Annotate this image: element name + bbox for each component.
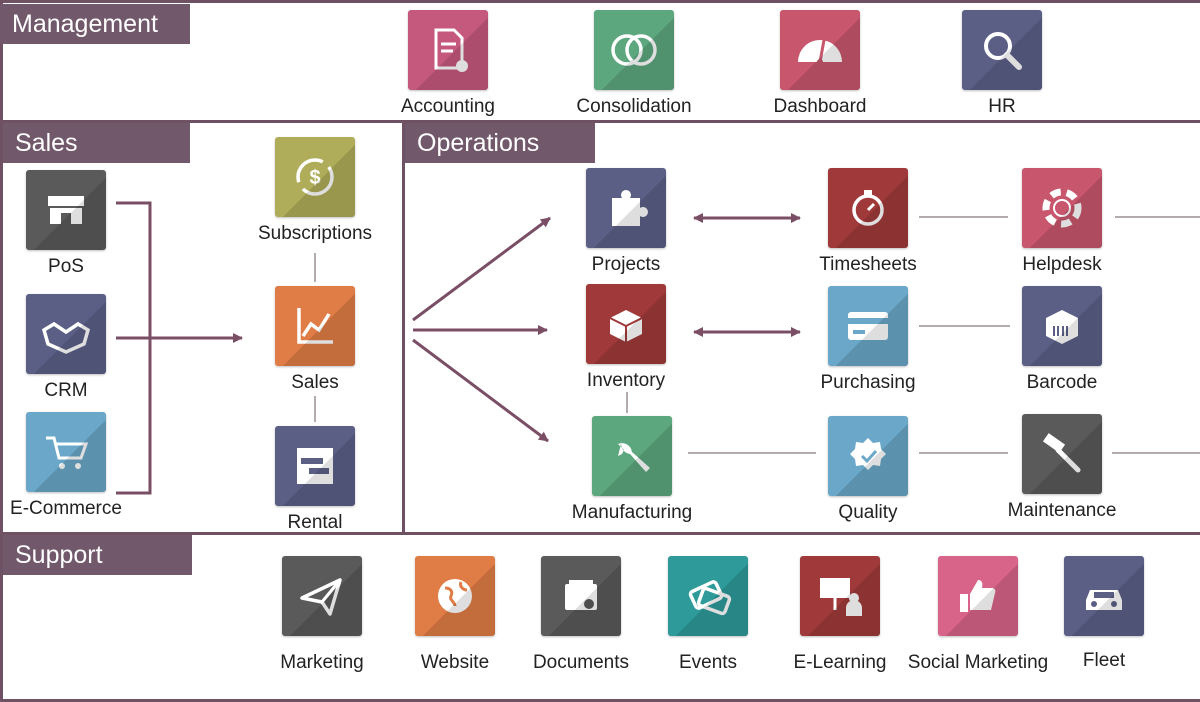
shopping-cart-icon — [26, 412, 106, 492]
app-helpdesk[interactable]: Helpdesk — [982, 168, 1142, 276]
app-purchasing[interactable]: Purchasing — [788, 286, 948, 394]
puzzle-icon — [586, 168, 666, 248]
app-dashboard[interactable]: Dashboard — [740, 10, 900, 118]
app-label: CRM — [44, 380, 88, 401]
app-barcode[interactable]: Barcode — [982, 286, 1142, 394]
app-label: Manufacturing — [571, 502, 693, 523]
app-crm[interactable]: CRM — [0, 294, 146, 402]
app-label: Sales — [291, 372, 339, 393]
app-manufacturing[interactable]: Manufacturing — [552, 416, 712, 524]
app-timesheets[interactable]: Timesheets — [788, 168, 948, 276]
app-label: Social Marketing — [907, 652, 1049, 673]
app-label: Subscriptions — [257, 223, 373, 244]
handshake-icon — [26, 294, 106, 374]
app-ecommerce[interactable]: E-Commerce — [0, 412, 146, 520]
storefront-icon — [26, 170, 106, 250]
app-label: E-Learning — [793, 652, 887, 673]
app-label: Documents — [532, 652, 630, 673]
hammer-icon — [1022, 414, 1102, 494]
sales-header: Sales — [3, 123, 190, 163]
app-website[interactable]: Website — [375, 556, 535, 674]
app-label: Accounting — [400, 96, 495, 117]
app-label: Website — [420, 652, 490, 673]
trend-chart-icon — [275, 286, 355, 366]
app-label: Quality — [838, 502, 898, 523]
app-fleet[interactable]: Fleet — [1024, 556, 1184, 672]
speedometer-icon — [780, 10, 860, 90]
app-documents[interactable]: Documents — [501, 556, 661, 674]
app-consolidation[interactable]: Consolidation — [554, 10, 714, 118]
overlapping-circles-icon — [594, 10, 674, 90]
app-label: Marketing — [280, 652, 364, 673]
app-quality[interactable]: Quality — [788, 416, 948, 524]
credit-card-icon — [828, 286, 908, 366]
presenter-icon — [800, 556, 880, 636]
app-sales[interactable]: Sales — [235, 286, 395, 394]
app-label: HR — [988, 96, 1016, 117]
app-hr[interactable]: HR — [922, 10, 1082, 118]
event-tickets-icon — [668, 556, 748, 636]
open-box-icon — [586, 284, 666, 364]
app-elearning[interactable]: E-Learning — [760, 556, 920, 674]
app-label: Inventory — [586, 370, 666, 391]
app-label: Events — [678, 652, 738, 673]
dollar-cycle-icon: $ — [275, 137, 355, 217]
schedule-grid-icon — [275, 426, 355, 506]
app-maintenance[interactable]: Maintenance — [982, 414, 1142, 522]
app-social-marketing[interactable]: Social Marketing — [898, 556, 1058, 674]
support-header: Support — [3, 535, 192, 575]
operations-header: Operations — [405, 123, 595, 163]
app-marketing[interactable]: Marketing — [242, 556, 402, 674]
app-events[interactable]: Events — [628, 556, 788, 674]
app-label: Dashboard — [773, 96, 867, 117]
app-pos[interactable]: PoS — [0, 170, 146, 278]
app-label: E-Commerce — [10, 498, 122, 519]
paper-plane-icon — [282, 556, 362, 636]
app-label: Consolidation — [576, 96, 692, 117]
app-label: Fleet — [1082, 650, 1126, 671]
app-accounting[interactable]: Accounting — [368, 10, 528, 118]
app-label: Barcode — [1026, 372, 1098, 393]
app-label: Maintenance — [1007, 500, 1117, 521]
magnifier-icon — [962, 10, 1042, 90]
lifebuoy-icon — [1022, 168, 1102, 248]
stopwatch-icon — [828, 168, 908, 248]
barcode-box-icon — [1022, 286, 1102, 366]
app-label: Timesheets — [819, 254, 917, 275]
app-inventory[interactable]: Inventory — [546, 284, 706, 392]
wrench-icon — [592, 416, 672, 496]
app-subscriptions[interactable]: $ Subscriptions — [235, 137, 395, 245]
car-icon — [1064, 556, 1144, 636]
quality-seal-icon — [828, 416, 908, 496]
globe-icon — [415, 556, 495, 636]
app-label: Rental — [287, 512, 343, 533]
svg-text:$: $ — [309, 167, 320, 189]
app-label: Purchasing — [820, 372, 916, 393]
app-projects[interactable]: Projects — [546, 168, 706, 276]
thumbs-up-icon — [938, 556, 1018, 636]
app-rental[interactable]: Rental — [235, 426, 395, 534]
invoice-gear-icon — [408, 10, 488, 90]
file-tray-icon — [541, 556, 621, 636]
app-label: Projects — [591, 254, 661, 275]
management-header: Management — [0, 4, 190, 44]
app-label: PoS — [48, 256, 84, 277]
app-label: Helpdesk — [1022, 254, 1102, 275]
